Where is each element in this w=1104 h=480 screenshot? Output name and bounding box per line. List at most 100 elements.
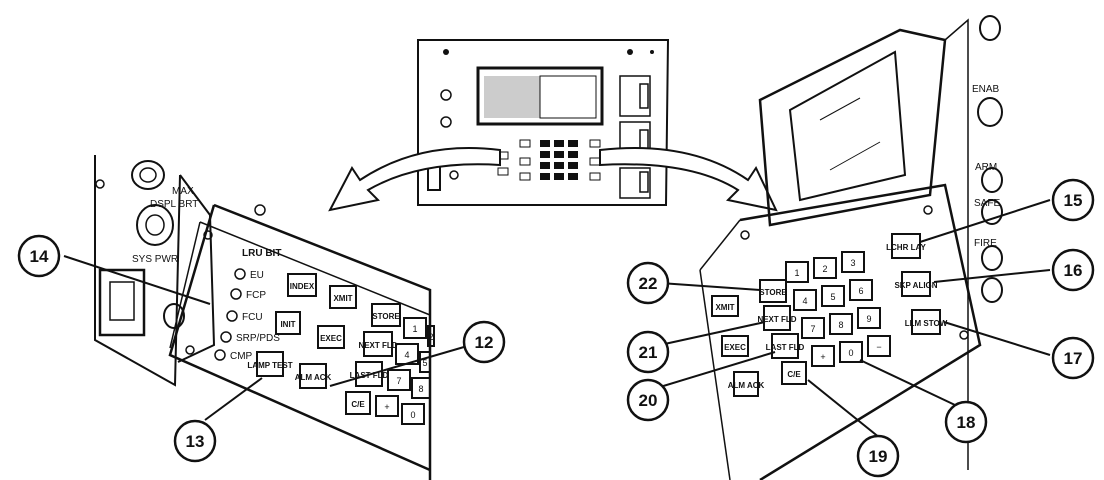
right-llm-stow-key[interactable]: LLM STOW	[905, 309, 948, 335]
left-num-key-4-label: 4	[404, 350, 409, 360]
right-next-fld-key-label: NEXT FLD	[757, 315, 796, 324]
lru-bit-label: LRU BIT	[242, 248, 281, 259]
left-num-key-8[interactable]: 8	[411, 377, 431, 399]
right-num-key-9[interactable]: 9	[857, 307, 881, 329]
callout-14-label: 14	[30, 247, 49, 266]
callout-21-label: 21	[639, 343, 658, 362]
right-c-e-key-label: C/E	[787, 370, 801, 379]
right-num-key-3-label: 3	[850, 258, 855, 268]
callout-12: 12	[462, 320, 506, 364]
right-num-key-8-label: 8	[838, 320, 843, 330]
right-skp-align-key[interactable]: SKP ALIGN	[894, 271, 938, 297]
right-xmit-key[interactable]: XMIT	[711, 295, 739, 317]
right-panel: ENAB ARM SAFE FIRE XMIT STORE NEXT FLD E…	[699, 15, 1003, 480]
lru-fcp-lamp	[230, 288, 242, 300]
lru-eu-label: EU	[250, 270, 264, 281]
right-num-key-7[interactable]: 7	[801, 317, 825, 339]
left-lamp-test-key[interactable]: LAMP TEST	[247, 351, 293, 377]
callout-18-label: 18	[957, 413, 976, 432]
right-num-key-0[interactable]: 0	[839, 341, 863, 363]
right-next-fld-key[interactable]: NEXT FLD	[757, 305, 797, 331]
right-lchr-lay-key[interactable]: LCHR LAY	[886, 233, 927, 259]
center-unit	[417, 39, 670, 206]
callout-20-label: 20	[639, 391, 658, 410]
lru-indicators: EU FCP FCU SRP/PDS CMP	[214, 268, 280, 362]
right-skp-align-key-label: SKP ALIGN	[894, 281, 937, 290]
left-num-key-0[interactable]: 0	[401, 403, 425, 425]
left-num-key-1[interactable]: 1	[403, 317, 427, 339]
sys-pwr-label: SYS PWR	[132, 254, 178, 265]
left-num-key-8-label: 8	[418, 384, 423, 394]
lru-fcp-label: FCP	[246, 290, 266, 301]
right-arrow	[599, 147, 778, 212]
left-panel: MAX DSPL BRT SYS PWR LRU BIT EU FCP FCU …	[94, 155, 435, 480]
right-store-key-label: STORE	[759, 288, 787, 297]
right-num-key-plus[interactable]: +	[811, 345, 835, 367]
left-c-e-key[interactable]: C/E	[345, 391, 371, 415]
lru-fcu-label: FCU	[242, 312, 263, 323]
left-store-key-label: STORE	[372, 312, 400, 321]
callout-14: 14	[17, 234, 61, 278]
right-last-fld-key[interactable]: LAST FLD	[766, 333, 805, 359]
left-num-key-0-label: 0	[410, 410, 415, 420]
right-num-key-2-label: 2	[822, 264, 827, 274]
right-c-e-key[interactable]: C/E	[781, 361, 807, 385]
left-num-key-7-label: 7	[396, 376, 401, 386]
left-alm-ack-key[interactable]: ALM ACK	[295, 363, 332, 389]
right-exec-key-label: EXEC	[724, 343, 746, 352]
right-num-key-1[interactable]: 1	[785, 261, 809, 283]
callout-20: 20	[626, 378, 670, 422]
right-num-key-9-label: 9	[866, 314, 871, 324]
right-num-key-8[interactable]: 8	[829, 313, 853, 335]
arm-label: ARM	[975, 162, 997, 173]
right-store-key[interactable]: STORE	[759, 279, 787, 303]
left-num-key-7[interactable]: 7	[387, 369, 411, 391]
left-index-key-label: INDEX	[290, 282, 315, 291]
right-function-keys: XMIT STORE NEXT FLD EXEC LAST FLD ALM AC…	[711, 233, 948, 397]
left-arrow	[328, 147, 501, 212]
left-num-key-5[interactable]: 5	[419, 351, 431, 373]
right-num-key-plus-label: +	[820, 352, 825, 362]
right-alm-ack-key[interactable]: ALM ACK	[728, 371, 765, 397]
right-num-key-0-label: 0	[848, 348, 853, 358]
callout-21: 21	[626, 330, 670, 374]
left-exec-key[interactable]: EXEC	[317, 325, 345, 349]
left-xmit-key[interactable]: XMIT	[329, 285, 357, 309]
left-next-fld-key-label: NEXT FLD	[358, 341, 397, 350]
callout-16-label: 16	[1064, 261, 1083, 280]
lru-srp-pds-label: SRP/PDS	[236, 333, 280, 344]
left-num-key-2[interactable]: 2	[427, 325, 435, 347]
left-store-key[interactable]: STORE	[371, 303, 401, 327]
right-num-key-4[interactable]: 4	[793, 289, 817, 311]
right-lchr-lay-key-label: LCHR LAY	[886, 243, 926, 252]
dspl-brt-label: DSPL BRT	[150, 199, 198, 210]
left-num-key-plus[interactable]: +	[375, 395, 399, 417]
left-init-key-label: INIT	[280, 320, 295, 329]
right-num-key-6[interactable]: 6	[849, 279, 873, 301]
left-exec-key-label: EXEC	[320, 334, 342, 343]
right-num-key-3[interactable]: 3	[841, 251, 865, 273]
right-num-key-5[interactable]: 5	[821, 285, 845, 307]
callout-22-label: 22	[639, 274, 658, 293]
fire-label: FIRE	[974, 238, 997, 249]
callout-12-label: 12	[475, 333, 494, 352]
left-index-key[interactable]: INDEX	[287, 273, 317, 297]
right-num-key-minus[interactable]: −	[867, 335, 891, 357]
right-num-key-2[interactable]: 2	[813, 257, 837, 279]
left-function-keys: INDEX XMIT INIT EXEC STORE NEXT FLD	[247, 273, 401, 415]
lru-srp-pds-lamp	[220, 331, 232, 343]
left-alm-ack-key-label: ALM ACK	[295, 373, 332, 382]
right-num-key-1-label: 1	[794, 268, 799, 278]
center-keypad	[497, 139, 601, 181]
right-exec-key[interactable]: EXEC	[721, 335, 749, 357]
right-llm-stow-key-label: LLM STOW	[905, 319, 948, 328]
left-next-fld-key[interactable]: NEXT FLD	[358, 331, 398, 357]
callouts: 12 13 14 15 16 17 18 19	[17, 178, 1095, 478]
enab-label: ENAB	[972, 84, 1000, 95]
dspl-brt-knob[interactable]	[131, 160, 174, 246]
sys-pwr-switch[interactable]	[98, 268, 185, 337]
callout-13: 13	[173, 419, 217, 463]
left-init-key[interactable]: INIT	[275, 311, 301, 335]
callout-15-label: 15	[1064, 191, 1083, 210]
